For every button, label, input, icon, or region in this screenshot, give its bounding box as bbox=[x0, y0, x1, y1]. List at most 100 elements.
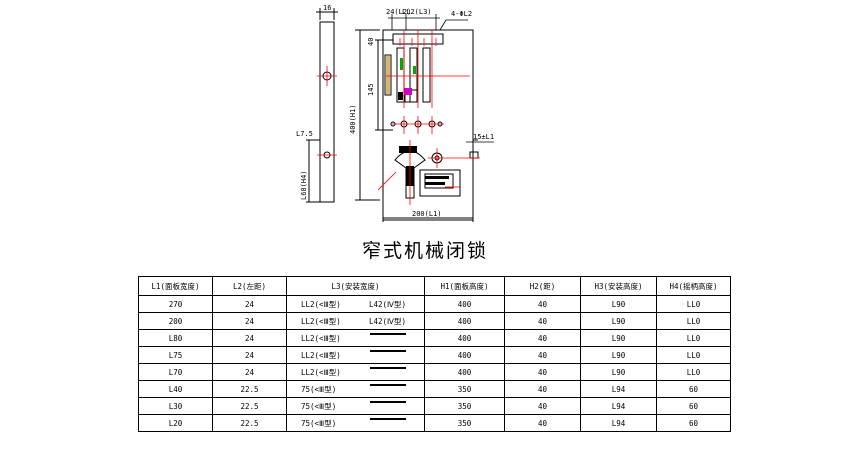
cell-h2: 40 bbox=[504, 312, 581, 330]
cell-h4: 60 bbox=[656, 414, 731, 432]
cell-h2: 40 bbox=[504, 295, 581, 313]
cell-l3: LL2(<Ⅲ型) bbox=[286, 363, 425, 381]
cell-h3: L90 bbox=[580, 295, 657, 313]
cell-h4: LL0 bbox=[656, 363, 731, 381]
cell-h2: 40 bbox=[504, 346, 581, 364]
center-lines bbox=[377, 30, 480, 205]
cell-h1: 350 bbox=[424, 380, 505, 398]
cell-h2: 40 bbox=[504, 397, 581, 415]
page-title: 窄式机械闭锁 bbox=[361, 240, 488, 262]
cell-h3: L94 bbox=[580, 397, 657, 415]
cell-h4: LL0 bbox=[656, 312, 731, 330]
cell-l3-standard: LL2(<Ⅲ型) bbox=[301, 316, 341, 326]
dim-side-width: 16 bbox=[323, 4, 331, 12]
dim-leaders bbox=[388, 14, 494, 143]
side-center-lines bbox=[317, 66, 337, 156]
not-applicable-dash bbox=[370, 332, 406, 335]
cell-l3: LL2(<Ⅲ型) bbox=[286, 329, 425, 347]
cell-l2: 22.5 bbox=[212, 397, 287, 415]
cell-l1: 200 bbox=[138, 312, 213, 330]
cell-h3: L94 bbox=[580, 414, 657, 432]
dim-l75: L7.5 bbox=[296, 130, 313, 138]
cell-l1: L40 bbox=[138, 380, 213, 398]
cell-h3: L90 bbox=[580, 346, 657, 364]
cell-l3: LL2(<Ⅲ型) bbox=[286, 346, 425, 364]
side-view bbox=[306, 8, 338, 203]
cell-h1: 400 bbox=[424, 346, 505, 364]
cell-l2: 24 bbox=[212, 312, 287, 330]
cell-h3: L90 bbox=[580, 363, 657, 381]
dim-l60-h4: L60(H4) bbox=[300, 170, 308, 200]
spec-table: L1(面板宽度) L2(左距) L3(安装宽度) H1(面板高度) H2(距) … bbox=[138, 276, 731, 432]
cell-l1: L20 bbox=[138, 414, 213, 432]
dim-width: 200(L1) bbox=[412, 210, 442, 218]
cell-h2: 40 bbox=[504, 363, 581, 381]
cell-h2: 40 bbox=[504, 329, 581, 347]
mechanical-drawing: 16 L7.5 L60(H4) bbox=[296, 4, 494, 222]
header-l2: L2(左距) bbox=[212, 276, 287, 296]
accents bbox=[386, 56, 416, 95]
dim-holes: 4-ΦL2 bbox=[451, 10, 472, 18]
cell-l3: 75(<Ⅲ型) bbox=[286, 414, 425, 432]
cell-h3: L90 bbox=[580, 312, 657, 330]
cell-l3: 75(<Ⅲ型) bbox=[286, 397, 425, 415]
cell-l2: 22.5 bbox=[212, 380, 287, 398]
cell-h2: 40 bbox=[504, 380, 581, 398]
dim-d40: 40 bbox=[367, 38, 375, 46]
cell-h1: 400 bbox=[424, 363, 505, 381]
cell-h3: L94 bbox=[580, 380, 657, 398]
front-panel bbox=[355, 29, 479, 222]
cell-l3-standard: LL2(<Ⅲ型) bbox=[301, 367, 341, 377]
cell-l1: L30 bbox=[138, 397, 213, 415]
cell-h4: 60 bbox=[656, 397, 731, 415]
header-l1: L1(面板宽度) bbox=[138, 276, 213, 296]
dim-height: 400(H1) bbox=[349, 104, 357, 134]
cell-l1: 270 bbox=[138, 295, 213, 313]
cell-h3: L90 bbox=[580, 329, 657, 347]
cell-h2: 40 bbox=[504, 414, 581, 432]
cell-l2: 24 bbox=[212, 329, 287, 347]
cell-h1: 400 bbox=[424, 295, 505, 313]
cell-h4: LL0 bbox=[656, 329, 731, 347]
cell-l3: LL2(<Ⅲ型) L42(Ⅳ型) bbox=[286, 312, 425, 330]
cell-l3-standard: LL2(<Ⅲ型) bbox=[301, 299, 341, 309]
cell-l2: 22.5 bbox=[212, 414, 287, 432]
header-l3: L3(安装宽度) bbox=[286, 276, 425, 296]
not-applicable-dash bbox=[370, 366, 406, 369]
cell-l1: L80 bbox=[138, 329, 213, 347]
cell-l3: 75(<Ⅲ型) bbox=[286, 380, 425, 398]
cell-l3-standard: 75(<Ⅲ型) bbox=[301, 384, 337, 394]
not-applicable-dash bbox=[370, 349, 406, 352]
cell-l1: L70 bbox=[138, 363, 213, 381]
cell-l3-type4: L42(Ⅳ型) bbox=[369, 299, 406, 309]
cell-l3-standard: LL2(<Ⅲ型) bbox=[301, 333, 341, 343]
cell-l3: LL2(<Ⅲ型) L42(Ⅳ型) bbox=[286, 295, 425, 313]
header-h3: H3(安装高度) bbox=[580, 276, 657, 296]
cell-l3-type4: L42(Ⅳ型) bbox=[369, 316, 406, 326]
not-applicable-dash bbox=[370, 417, 406, 420]
cell-h4: LL0 bbox=[656, 346, 731, 364]
header-h2: H2(距) bbox=[504, 276, 581, 296]
header-h4: H4(摇柄高度) bbox=[656, 276, 731, 296]
cell-h1: 350 bbox=[424, 397, 505, 415]
dim-d15: 15±L1 bbox=[473, 133, 494, 141]
cell-l1: L75 bbox=[138, 346, 213, 364]
cell-l2: 24 bbox=[212, 346, 287, 364]
dim-d145: 145 bbox=[367, 83, 375, 96]
cell-h4: 60 bbox=[656, 380, 731, 398]
cell-l2: 24 bbox=[212, 363, 287, 381]
not-applicable-dash bbox=[370, 400, 406, 403]
cell-l3-standard: 75(<Ⅲ型) bbox=[301, 418, 337, 428]
dim-l2: 24(L2) bbox=[386, 8, 411, 16]
header-h1: H1(面板高度) bbox=[424, 276, 505, 296]
cell-h1: 400 bbox=[424, 312, 505, 330]
cell-l2: 24 bbox=[212, 295, 287, 313]
not-applicable-dash bbox=[370, 383, 406, 386]
